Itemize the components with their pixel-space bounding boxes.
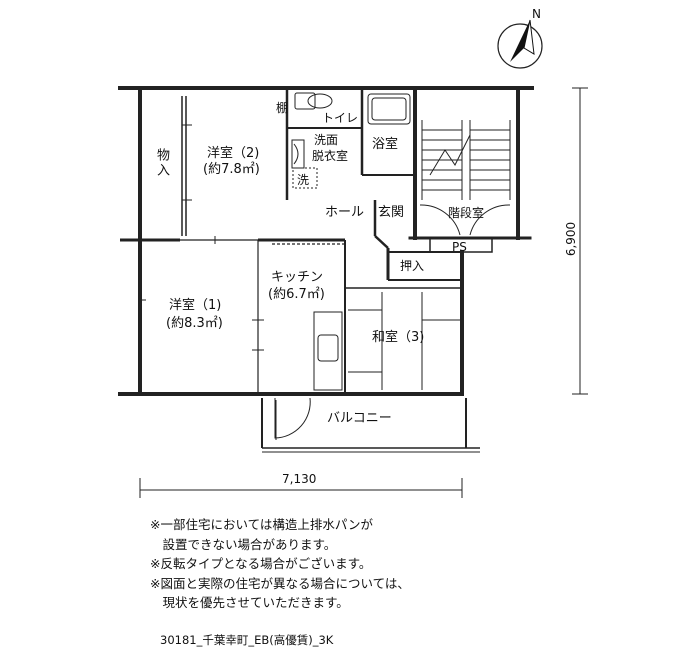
washer-pan — [292, 167, 318, 189]
closet-label: 押入 — [400, 259, 425, 273]
outer-walls — [118, 86, 534, 396]
stairwell-label: 階段室 — [448, 206, 485, 220]
note-line: ※反転タイプとなる場合がございます。 — [150, 556, 372, 571]
toilet-fixture — [294, 92, 333, 110]
kitchen-counter — [313, 311, 343, 391]
north-label: N — [532, 7, 541, 21]
hall-label: ホール — [325, 205, 365, 220]
width-dimension: 7,130 — [282, 472, 317, 486]
notes: ※一部住宅においては構造上排水パンが 設置できない場合があります。 ※反転タイプ… — [150, 515, 410, 613]
north-arrow-icon — [497, 19, 543, 69]
western-room-1-area: (約8.3㎡) — [166, 316, 223, 331]
wall-stubs — [120, 86, 140, 396]
washer-label: 洗 — [297, 173, 310, 187]
western-room-2-name: 洋室（2) — [207, 146, 260, 161]
toilet-label: トイレ — [322, 111, 359, 125]
door-marks — [140, 124, 264, 351]
western-room-2-area: (約7.8㎡) — [203, 162, 260, 177]
depth-dimension: 6,900 — [564, 221, 579, 257]
width-dimension-line — [139, 478, 463, 498]
washroom-label-1: 洗面 — [314, 133, 339, 147]
storage-label: 物入 — [154, 148, 169, 178]
balcony-label: バルコニー — [327, 411, 392, 426]
bathtub — [367, 93, 411, 125]
washroom-label-2: 脱衣室 — [312, 149, 349, 163]
interior-walls — [140, 88, 462, 394]
note-line: 設置できない場合があります。 — [150, 536, 337, 552]
note-line: ※一部住宅においては構造上排水パンが — [150, 517, 373, 532]
shelf-label: 棚 — [276, 101, 289, 115]
stairwell-doors — [419, 204, 511, 236]
japanese-room-label: 和室（3) — [372, 330, 425, 345]
balcony-outline — [261, 397, 480, 453]
kitchen-area: (約6.7㎡) — [268, 287, 325, 302]
ps-box — [429, 237, 493, 253]
depth-dimension-line — [572, 87, 588, 395]
note-line: ※図面と実際の住宅が異なる場合については、 — [150, 575, 410, 591]
ps-label: PS — [452, 240, 467, 254]
kitchen-name: キッチン — [271, 270, 324, 285]
plan-caption: 30181_千葉幸町_EB(高優賃)_3K — [160, 633, 334, 647]
stairs — [421, 120, 511, 200]
western-room-1-name: 洋室（1) — [169, 298, 222, 313]
note-line: 現状を優先させていただきます。 — [150, 595, 349, 610]
entrance-label: 玄関 — [378, 205, 405, 220]
bath-label: 浴室 — [372, 137, 399, 152]
washbasin-fixture — [291, 139, 305, 169]
